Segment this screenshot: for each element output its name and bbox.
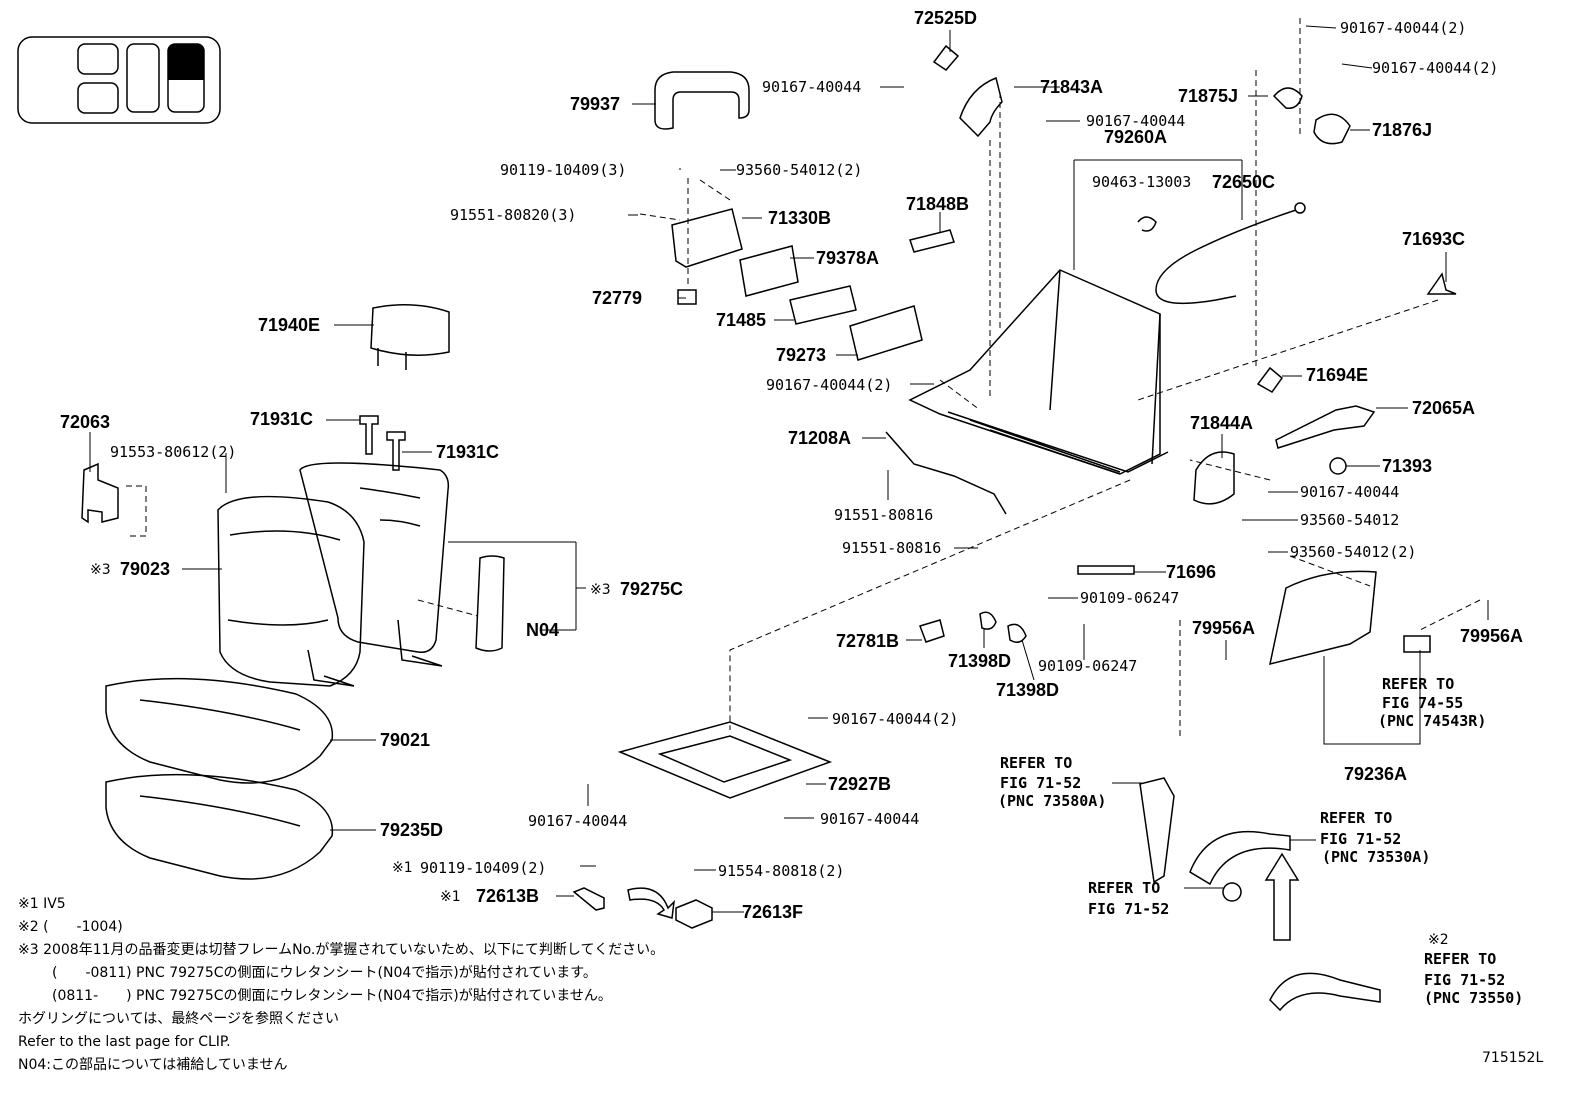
label-71696: 71696 (1166, 562, 1216, 582)
mark-3: ※3 (90, 562, 111, 578)
label-90167-40044: 90167-40044 (762, 78, 861, 96)
refer-73580a-line2: FIG 71-52 (1000, 774, 1081, 792)
label-90167-40044: 90167-40044 (1086, 112, 1185, 130)
part-labels: 72525D 90167-40044 71843A 90167-40044 79… (60, 8, 1523, 922)
label-79937: 79937 (570, 94, 620, 114)
label-79273: 79273 (776, 345, 826, 365)
label-93560-54012: 93560-54012 (1300, 511, 1399, 529)
label-79378A: 79378A (816, 248, 879, 268)
label-90109-06247: 90109-06247 (1080, 589, 1179, 607)
label-90167-40044: 90167-40044(2) (1372, 59, 1498, 77)
note-clip: Refer to the last page for CLIP. (18, 1034, 231, 1050)
label-79236A: 79236A (1344, 764, 1407, 784)
label-90167-40044: 90167-40044(2) (1340, 19, 1466, 37)
label-71848B: 71848B (906, 194, 969, 214)
refer-fig-74-55-line2: FIG 74-55 (1382, 694, 1463, 712)
label-90167-40044: 90167-40044 (1300, 483, 1399, 501)
mark-3: ※3 (590, 582, 611, 598)
label-71931C: 71931C (250, 409, 313, 429)
label-71398D: 71398D (948, 651, 1011, 671)
label-93560-54012: 93560-54012(2) (1290, 543, 1416, 561)
label-79021: 79021 (380, 730, 430, 750)
footnotes: ※1 IV5 ※2 ( -1004) ※3 2008年11月の品番変更は切替フレ… (18, 896, 1543, 1073)
note-after-0811: (0811- ) PNC 79275Cの側面にウレタンシート(N04で指示)が貼… (52, 988, 612, 1004)
label-71875J: 71875J (1178, 86, 1238, 106)
label-71876J: 71876J (1372, 120, 1432, 140)
label-91551-80820: 91551-80820(3) (450, 206, 576, 224)
label-90109-06247: 90109-06247 (1038, 657, 1137, 675)
label-71940E: 71940E (258, 315, 320, 335)
label-90119-10409: 90119-10409(3) (500, 161, 626, 179)
label-79956A: 79956A (1192, 618, 1255, 638)
label-90167-40044: 90167-40044 (528, 812, 627, 830)
label-71393: 71393 (1382, 456, 1432, 476)
label-71485: 71485 (716, 310, 766, 330)
label-91551-80816: 91551-80816 (842, 539, 941, 557)
refer-73580a-line3: (PNC 73580A) (998, 792, 1106, 810)
label-72613F: 72613F (742, 902, 803, 922)
label-90167-40044: 90167-40044 (820, 810, 919, 828)
label-N04: N04 (526, 620, 559, 640)
label-91553-80612: 91553-80612(2) (110, 443, 236, 461)
diagram-id: 715152L (1482, 1050, 1543, 1066)
label-71931C: 71931C (436, 442, 499, 462)
label-71844A: 71844A (1190, 413, 1253, 433)
label-93560-54012: 93560-54012(2) (736, 161, 862, 179)
seat-layout-icon (17, 36, 221, 124)
label-71208A: 71208A (788, 428, 851, 448)
refer-fig-74-55-line3: (PNC 74543R) (1378, 712, 1486, 730)
note-hog-ring: ホグリングについては、最終ページを参照ください (18, 1010, 339, 1027)
note-pnc-change: ※3 2008年11月の品番変更は切替フレームNo.が掌握されていないため、以下… (18, 941, 664, 958)
part-drawings (81, 44, 1457, 1012)
label-72613B: 72613B (476, 886, 539, 906)
label-71330B: 71330B (768, 208, 831, 228)
refer-73530a-line1: REFER TO (1320, 809, 1392, 827)
label-72779: 72779 (592, 288, 642, 308)
label-79260A: 79260A (1104, 127, 1167, 147)
refer-73550-line3: (PNC 73550) (1424, 989, 1523, 1007)
label-91551-80816: 91551-80816 (834, 506, 933, 524)
note-before-0811: ( -0811) PNC 79275Cの側面にウレタンシート(N04で指示)が貼… (52, 965, 597, 981)
label-90167-40044: 90167-40044(2) (766, 376, 892, 394)
refer-73530a-line2: FIG 71-52 (1320, 830, 1401, 848)
label-71693C: 71693C (1402, 229, 1465, 249)
label-79023: 79023 (120, 559, 170, 579)
note-n04: N04:この部品については補給していません (18, 1057, 287, 1073)
mark-1: ※1 (440, 889, 461, 905)
label-79235D: 79235D (380, 820, 443, 840)
note-1004: ※2 ( -1004) (18, 919, 123, 935)
label-72065A: 72065A (1412, 398, 1475, 418)
assembly-lines (126, 18, 1481, 740)
refer-fig-74-55-line1: REFER TO (1382, 675, 1454, 693)
note-iv5: ※1 IV5 (18, 896, 66, 912)
mark-2: ※2 (1428, 932, 1449, 948)
refer-to-blocks: REFER TO FIG 74-55 (PNC 74543R) REFER TO… (998, 675, 1523, 1007)
label-72650C: 72650C (1212, 172, 1275, 192)
label-72927B: 72927B (828, 774, 891, 794)
label-90463-13003: 90463-13003 (1092, 173, 1191, 191)
refer-73550-line1: REFER TO (1424, 950, 1496, 968)
refer-73550-line2: FIG 71-52 (1424, 971, 1505, 989)
label-72063: 72063 (60, 412, 110, 432)
refer-fig-71-52-line1: REFER TO (1088, 879, 1160, 897)
label-90119-10409: 90119-10409(2) (420, 859, 546, 877)
label-72525D: 72525D (914, 8, 977, 28)
label-71398D: 71398D (996, 680, 1059, 700)
label-79275C: 79275C (620, 579, 683, 599)
label-90167-40044: 90167-40044(2) (832, 710, 958, 728)
label-91554-80818: 91554-80818(2) (718, 862, 844, 880)
label-79956A: 79956A (1460, 626, 1523, 646)
mark-1: ※1 (392, 860, 413, 876)
refer-73580a-line1: REFER TO (1000, 754, 1072, 772)
leader-lines (89, 25, 1489, 913)
refer-fig-71-52-line2: FIG 71-52 (1088, 900, 1169, 918)
label-71694E: 71694E (1306, 365, 1368, 385)
refer-73530a-line3: (PNC 73530A) (1322, 848, 1430, 866)
label-72781B: 72781B (836, 631, 899, 651)
label-71843A: 71843A (1040, 77, 1103, 97)
